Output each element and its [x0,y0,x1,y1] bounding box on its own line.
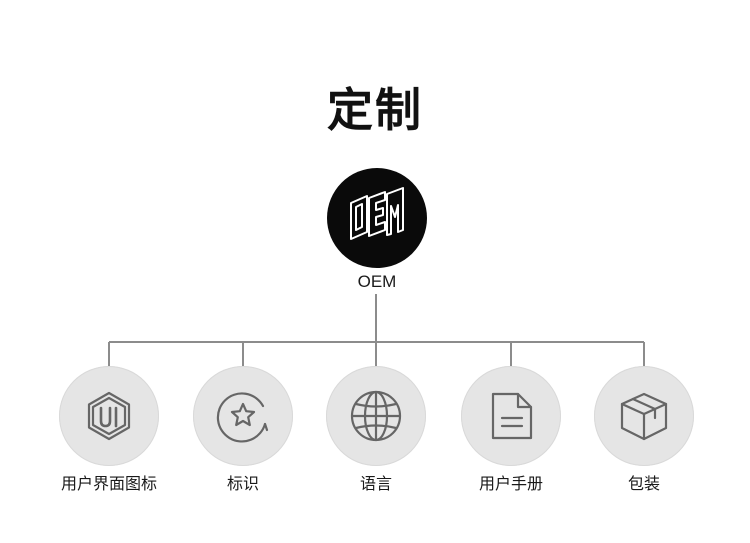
node-packaging [594,366,694,466]
star-badge-icon [216,392,269,443]
node-language [326,366,426,466]
oem-logo-icon [350,187,404,240]
node-label-user-manual: 用户手册 [478,474,543,493]
ui-hexagon-icon [87,391,131,441]
globe-icon [350,390,402,442]
oem-label: OEM [357,272,397,291]
node-label-packaging: 包装 [627,474,660,493]
node-label-language: 语言 [359,474,392,493]
oem-root-node [327,168,427,268]
node-logo [193,366,293,466]
document-icon [491,392,533,440]
node-label-logo: 标识 [226,474,259,493]
page-title: 定制 [327,83,423,137]
node-ui-icons [59,366,159,466]
node-user-manual [461,366,561,466]
node-label-ui-icons: 用户界面图标 [60,474,157,493]
package-box-icon [620,392,668,441]
